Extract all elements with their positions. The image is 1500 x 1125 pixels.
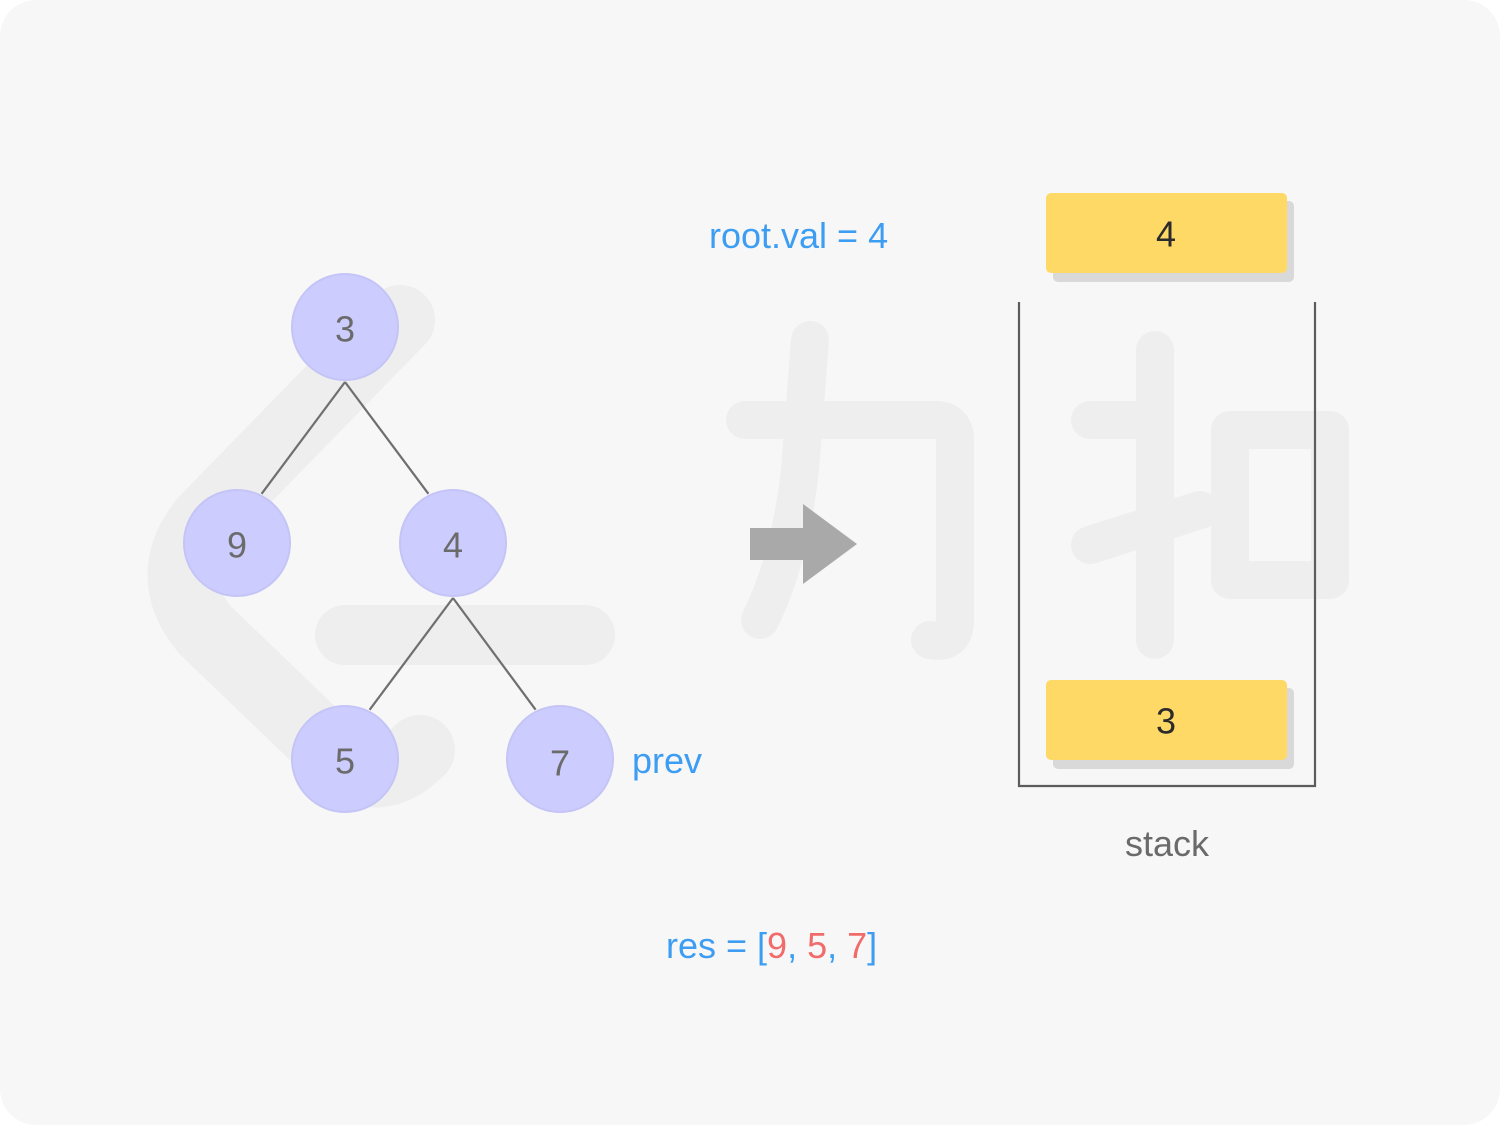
tree-edge <box>260 381 346 495</box>
tree-node-label: 5 <box>335 741 355 782</box>
tree-edges <box>260 381 537 711</box>
result-value: 5 <box>807 925 827 966</box>
right-arrow-icon <box>750 504 857 584</box>
root-val-caption: root.val = 4 <box>709 215 888 256</box>
tree-edge <box>368 597 454 711</box>
incoming-stack-block: 4 <box>1046 193 1294 282</box>
stack-item: 3 <box>1046 680 1294 769</box>
result-line: res = [9, 5, 7] <box>666 925 877 966</box>
tree-node-label: 4 <box>443 525 463 566</box>
tree-edge <box>452 597 537 711</box>
tree-edge <box>344 381 430 495</box>
result-separator: , <box>827 925 847 966</box>
tree-node-3: 3 <box>291 273 399 381</box>
result-separator: , <box>787 925 807 966</box>
prev-pointer-label: prev <box>632 740 702 781</box>
result-value: 7 <box>847 925 867 966</box>
result-suffix: ] <box>867 925 877 966</box>
stack-item-label: 3 <box>1156 701 1176 742</box>
stack-label: stack <box>1125 823 1210 864</box>
result-prefix: res = [ <box>666 925 767 966</box>
tree-node-4: 4 <box>399 489 507 597</box>
incoming-block-label: 4 <box>1156 214 1176 255</box>
result-value: 9 <box>767 925 787 966</box>
stack-container <box>1017 302 1317 788</box>
tree-node-label: 9 <box>227 525 247 566</box>
tree-node-label: 3 <box>335 309 355 350</box>
tree-node-7: 7 <box>506 705 614 813</box>
tree-node-5: 5 <box>291 705 399 813</box>
tree-node-label: 7 <box>550 743 570 784</box>
tree-node-9: 9 <box>183 489 291 597</box>
